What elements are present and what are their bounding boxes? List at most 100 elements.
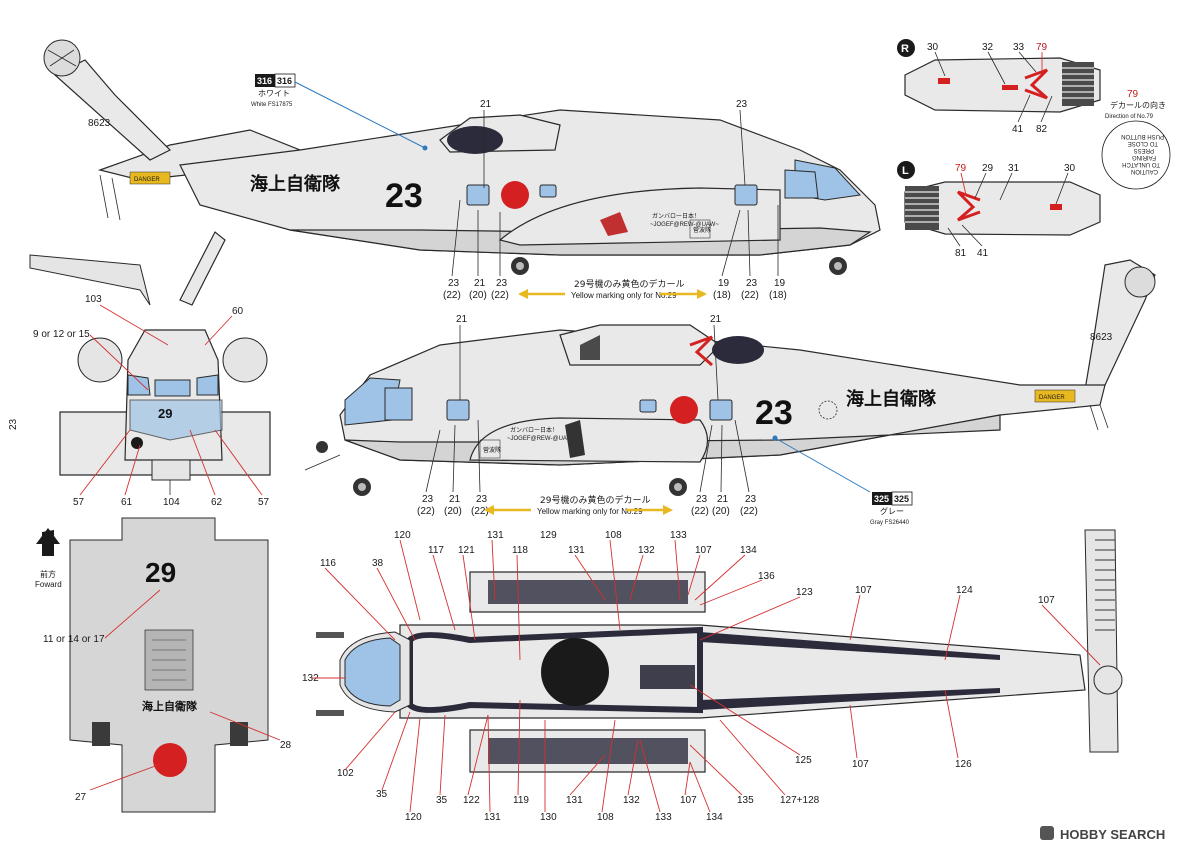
svg-text:57: 57 xyxy=(258,497,270,508)
svg-text:107: 107 xyxy=(680,795,697,806)
svg-text:23: 23 xyxy=(448,278,460,289)
svg-text:124: 124 xyxy=(956,585,973,596)
side-number-upper: 23 xyxy=(385,177,423,215)
engine-right-view: R xyxy=(897,39,1101,113)
badge-lower: 菅波隊 xyxy=(483,446,501,454)
svg-text:130: 130 xyxy=(540,812,557,823)
svg-text:126: 126 xyxy=(955,759,972,770)
bottom-view: 前方 Foward 29 海上自衛隊 xyxy=(35,517,269,813)
bottom-number: 29 xyxy=(145,557,176,588)
svg-text:41: 41 xyxy=(1012,124,1024,135)
paint-white-callout: 316 316 ホワイト White FS17875 xyxy=(251,73,428,151)
svg-text:23: 23 xyxy=(422,494,434,505)
svg-text:30: 30 xyxy=(1064,163,1076,174)
upper-profile-callouts: 21 23 23 (22) 21 (20) 23 (22) 19 (18) 23… xyxy=(443,99,787,301)
svg-text:23: 23 xyxy=(745,494,757,505)
svg-text:33: 33 xyxy=(1013,42,1025,53)
svg-text:29号機のみ黄色のデカール: 29号機のみ黄色のデカール xyxy=(574,278,684,290)
svg-text:21: 21 xyxy=(480,99,492,110)
svg-text:Direction of No.79: Direction of No.79 xyxy=(1105,114,1154,120)
front-view-callouts: 103 60 9 or 12 or 15 57 61 104 62 57 xyxy=(33,294,270,508)
paint-white-code-b: 316 xyxy=(277,76,292,86)
top-view xyxy=(316,529,1123,773)
svg-text:デカールの向き: デカールの向き xyxy=(1110,100,1166,110)
svg-text:28: 28 xyxy=(280,740,292,751)
svg-text:21: 21 xyxy=(710,314,722,325)
svg-text:Yellow marking only for No.29: Yellow marking only for No.29 xyxy=(571,291,677,300)
svg-text:134: 134 xyxy=(706,812,723,823)
svg-text:131: 131 xyxy=(568,545,585,556)
svg-text:132: 132 xyxy=(302,673,319,684)
svg-text:123: 123 xyxy=(796,587,813,598)
svg-text:(18): (18) xyxy=(769,290,787,301)
tail-number-upper: 8623 xyxy=(88,118,111,129)
svg-text:120: 120 xyxy=(394,530,411,541)
paint-gray-callout: 325 325 グレー Gray FS26440 xyxy=(772,435,913,526)
kanji-upper: 海上自衛隊 xyxy=(250,173,341,194)
svg-text:107: 107 xyxy=(1038,595,1055,606)
svg-text:82: 82 xyxy=(1036,124,1048,135)
danger-decal-lower: DANGER xyxy=(1039,395,1065,401)
svg-text:19: 19 xyxy=(774,278,786,289)
yellow-note-upper: 29号機のみ黄色のデカール Yellow marking only for No… xyxy=(518,278,707,300)
svg-text:TO CLOSE: TO CLOSE xyxy=(1128,140,1158,146)
svg-text:38: 38 xyxy=(372,558,384,569)
danger-decal-upper: DANGER xyxy=(134,177,160,183)
svg-text:21: 21 xyxy=(456,314,468,325)
svg-text:(22): (22) xyxy=(741,290,759,301)
svg-text:TO UNLATCH: TO UNLATCH xyxy=(1122,161,1160,167)
svg-text:61: 61 xyxy=(121,497,133,508)
svg-text:136: 136 xyxy=(758,571,775,582)
tail-number-lower: 8623 xyxy=(1090,332,1113,343)
svg-text:31: 31 xyxy=(1008,163,1020,174)
svg-text:134: 134 xyxy=(740,545,757,556)
side-label-left: L xyxy=(902,165,909,177)
forward-label-jp: 前方 xyxy=(40,569,56,579)
slogan-upper: ガンバロー日本！ xyxy=(652,212,700,220)
page-number: 23 xyxy=(8,418,19,430)
direction-note: 79 デカールの向き Direction of No.79 CAUTION TO… xyxy=(1101,89,1171,190)
svg-text:129: 129 xyxy=(540,530,557,541)
paint-gray-name-jp: グレー xyxy=(880,506,904,516)
svg-text:62: 62 xyxy=(211,497,223,508)
svg-text:(22): (22) xyxy=(691,506,709,517)
hinomaru-side-upper xyxy=(501,181,529,209)
svg-text:131: 131 xyxy=(566,795,583,806)
kanji-bottom: 海上自衛隊 xyxy=(142,699,198,713)
svg-text:125: 125 xyxy=(795,755,812,766)
svg-text:(22): (22) xyxy=(491,290,509,301)
svg-text:60: 60 xyxy=(232,306,244,317)
svg-text:35: 35 xyxy=(436,795,448,806)
svg-text:23: 23 xyxy=(736,99,748,110)
paint-white-name-jp: ホワイト xyxy=(258,89,290,98)
hinomaru-side-lower xyxy=(670,396,698,424)
svg-text:21: 21 xyxy=(449,494,461,505)
svg-text:81: 81 xyxy=(955,248,967,259)
svg-text:11 or 14 or 17: 11 or 14 or 17 xyxy=(43,634,105,645)
engine-right-callouts: 30 32 33 79 41 82 xyxy=(927,42,1053,135)
svg-text:127+128: 127+128 xyxy=(780,795,820,806)
svg-text:79: 79 xyxy=(1127,89,1139,100)
svg-text:(22): (22) xyxy=(740,506,758,517)
svg-text:41: 41 xyxy=(977,248,989,259)
svg-text:(20): (20) xyxy=(469,290,487,301)
paint-white-name-en: White FS17875 xyxy=(251,102,293,108)
engine-left-view: L xyxy=(897,161,1101,236)
svg-text:108: 108 xyxy=(597,812,614,823)
watermark: HOBBY SEARCH xyxy=(1040,826,1165,842)
paint-white-code-a: 316 xyxy=(257,76,272,86)
side-label-right: R xyxy=(901,43,909,55)
svg-text:32: 32 xyxy=(982,42,994,53)
front-view: 29 xyxy=(29,231,271,481)
forward-label-en: Foward xyxy=(35,580,62,589)
slogan-sub-upper: ~JOGEF@REW-@UAW~ xyxy=(650,222,719,228)
svg-text:122: 122 xyxy=(463,795,480,806)
svg-text:23: 23 xyxy=(476,494,488,505)
svg-text:9 or 12 or 15: 9 or 12 or 15 xyxy=(33,329,90,340)
svg-text:135: 135 xyxy=(737,795,754,806)
svg-text:CAUTION: CAUTION xyxy=(1131,168,1158,174)
svg-text:23: 23 xyxy=(696,494,708,505)
svg-text:35: 35 xyxy=(376,789,388,800)
